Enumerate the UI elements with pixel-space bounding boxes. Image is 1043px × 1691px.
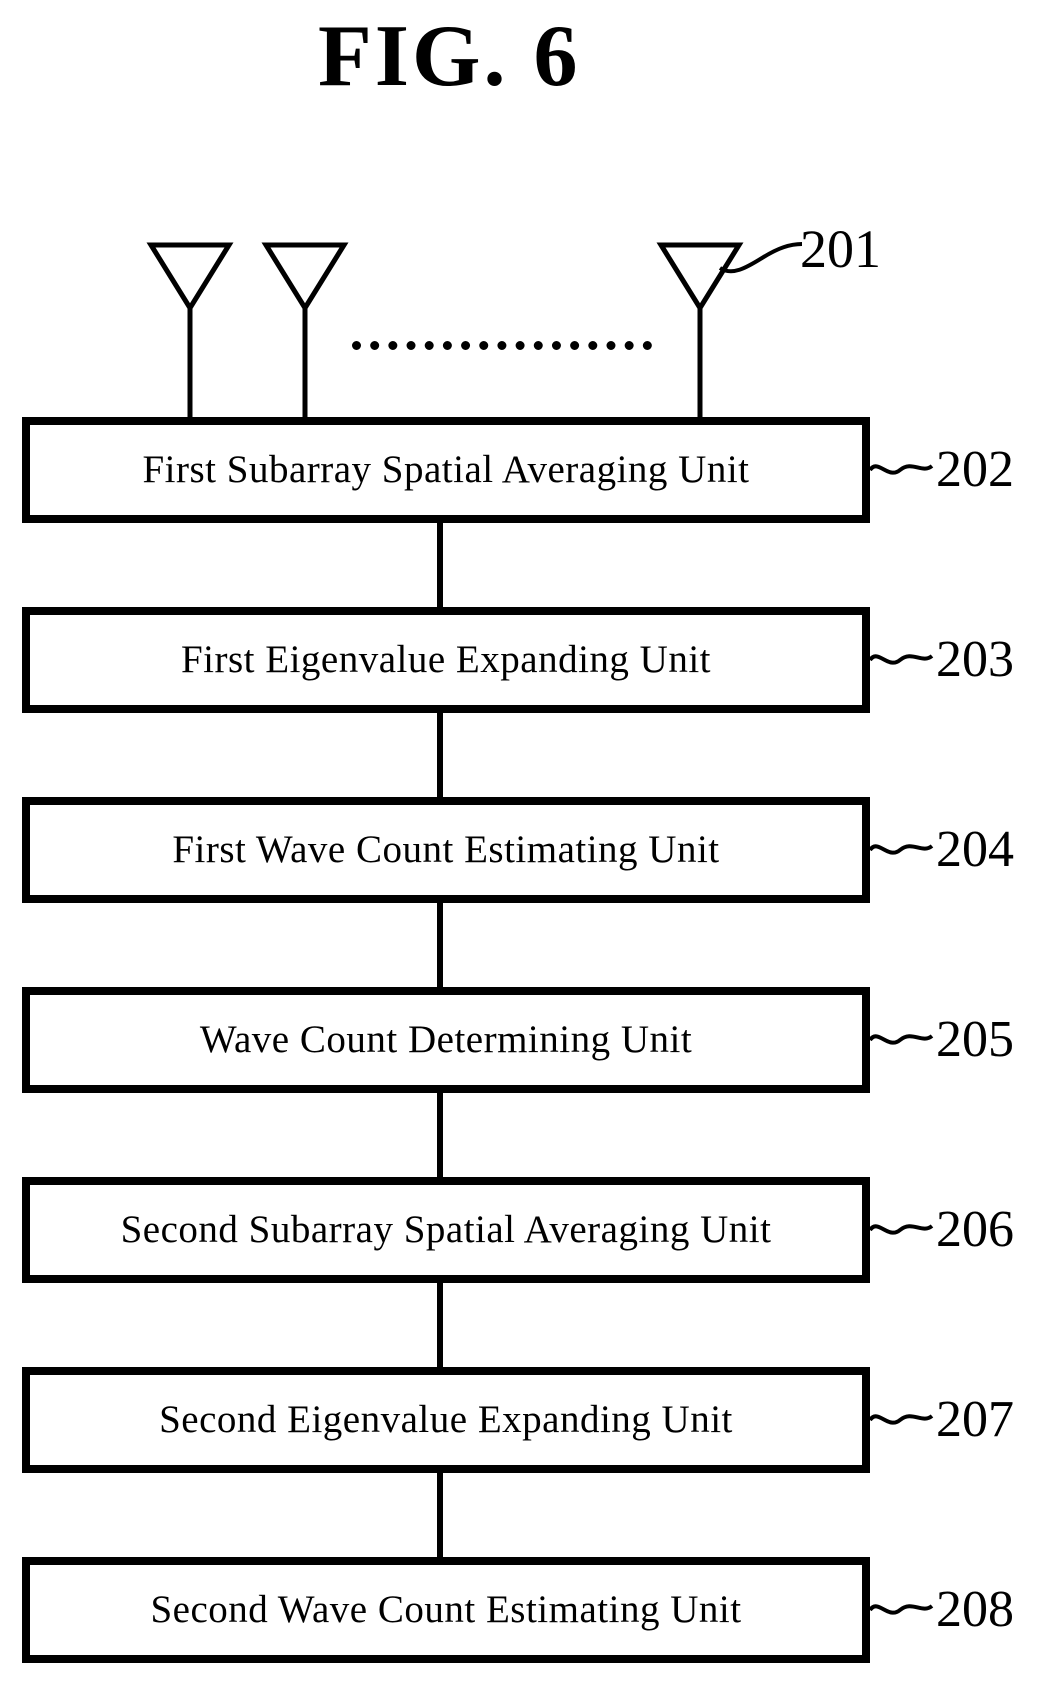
unit-box-second-eigenvalue-expanding: Second Eigenvalue Expanding Unit — [22, 1367, 870, 1473]
ref-leader-squiggle — [868, 1604, 934, 1615]
ref-label: 207 — [936, 1391, 1014, 1448]
ref-leader-squiggle — [868, 464, 934, 475]
unit-box-second-subarray-spatial-averaging: Second Subarray Spatial Averaging Unit — [22, 1177, 870, 1283]
ref-leader-squiggle — [868, 1224, 934, 1235]
antenna-icon — [140, 238, 240, 424]
ref-label: 202 — [936, 441, 1014, 498]
connector-line — [437, 523, 443, 607]
connector-line — [437, 713, 443, 797]
ellipsis-dots — [352, 341, 652, 350]
antenna-ref-leader-line — [718, 242, 803, 274]
box-label: Second Wave Count Estimating Unit — [150, 1587, 742, 1631]
ref-leader-squiggle — [868, 1414, 934, 1425]
ref-label: 204 — [936, 821, 1014, 878]
unit-box-wave-count-determining: Wave Count Determining Unit — [22, 987, 870, 1093]
box-label: First Wave Count Estimating Unit — [172, 827, 720, 871]
unit-box-second-wave-count-estimating: Second Wave Count Estimating Unit — [22, 1557, 870, 1663]
unit-box-first-eigenvalue-expanding: First Eigenvalue Expanding Unit — [22, 607, 870, 713]
figure-title: FIG. 6 — [318, 8, 581, 105]
box-label: Second Eigenvalue Expanding Unit — [159, 1397, 733, 1441]
box-label: First Subarray Spatial Averaging Unit — [142, 447, 750, 491]
box-label: Second Subarray Spatial Averaging Unit — [120, 1207, 772, 1251]
antenna-ref-label: 201 — [800, 219, 881, 279]
ref-leader-squiggle — [868, 654, 934, 665]
ref-leader-squiggle — [868, 1034, 934, 1045]
ref-label: 206 — [936, 1201, 1014, 1258]
ref-label: 205 — [936, 1011, 1014, 1068]
box-label: First Eigenvalue Expanding Unit — [180, 637, 711, 681]
unit-box-first-wave-count-estimating: First Wave Count Estimating Unit — [22, 797, 870, 903]
ref-label: 208 — [936, 1581, 1014, 1638]
box-label: Wave Count Determining Unit — [199, 1017, 693, 1061]
unit-box-first-subarray-spatial-averaging: First Subarray Spatial Averaging Unit — [22, 417, 870, 523]
antenna-icon — [650, 238, 750, 424]
connector-line — [437, 1093, 443, 1177]
ref-label: 203 — [936, 631, 1014, 688]
connector-line — [437, 1473, 443, 1557]
connector-line — [437, 903, 443, 987]
antenna-icon — [255, 238, 355, 424]
ref-leader-squiggle — [868, 844, 934, 855]
connector-line — [437, 1283, 443, 1367]
